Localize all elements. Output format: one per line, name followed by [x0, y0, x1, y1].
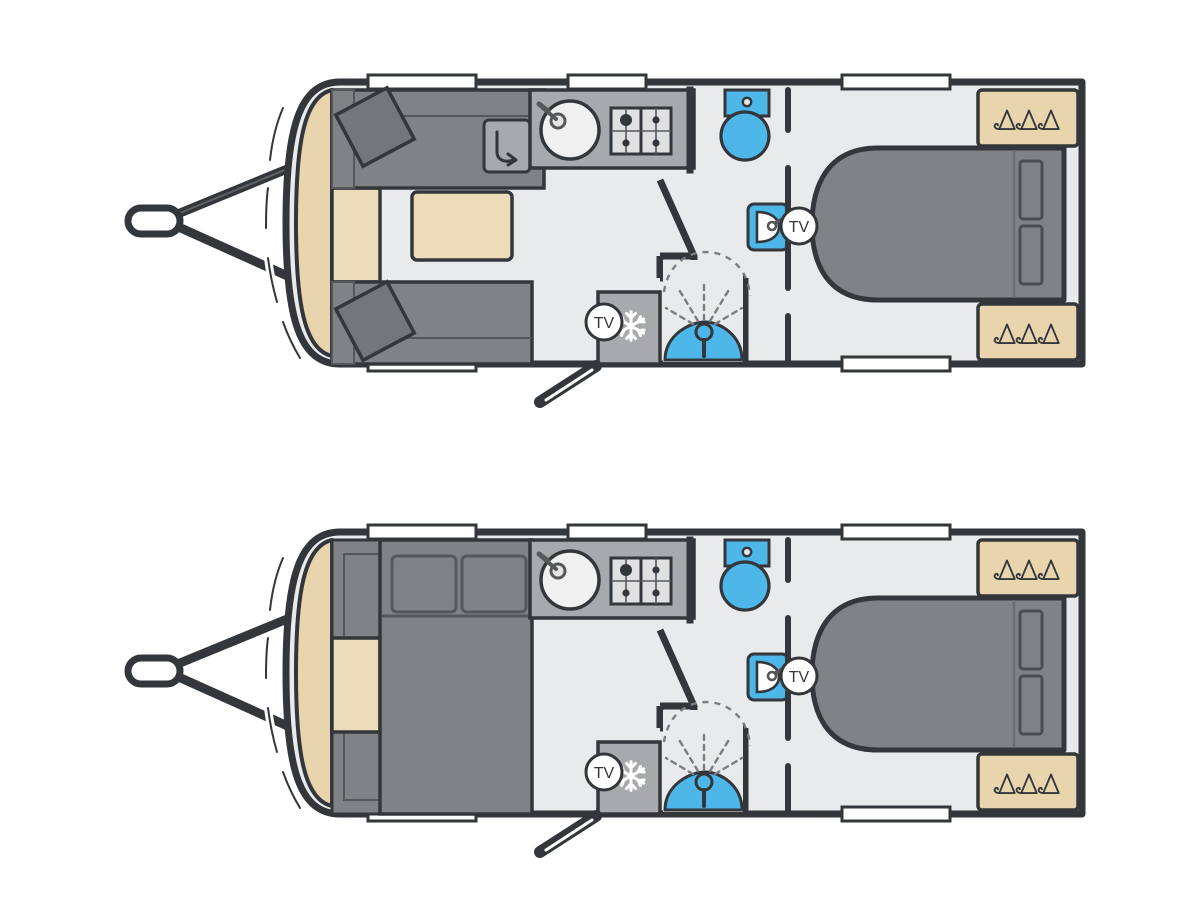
free-standing-table [410, 190, 514, 262]
front-wall-panel [294, 538, 334, 808]
front-side-handles [262, 554, 304, 812]
front-double-bed [378, 538, 534, 816]
island-bed [809, 145, 1067, 303]
floorplan-day-layout: TV TV [0, 20, 1200, 440]
pillow-left [390, 554, 458, 614]
floorplan-night-layout: TV TV [0, 470, 1200, 890]
windows [366, 523, 952, 823]
front-chest [330, 186, 382, 284]
hitch-coupling [124, 204, 184, 238]
wardrobe-offside [976, 88, 1080, 148]
front-side-handles [262, 104, 304, 362]
island-bed [809, 595, 1067, 753]
wardrobe-offside [976, 538, 1080, 598]
tv-marker-fridge: TV [584, 752, 624, 792]
tv-marker-label: TV [789, 669, 810, 686]
front-wall-panel [294, 88, 334, 358]
entrance-door [534, 360, 602, 408]
pillow-right [460, 554, 528, 614]
toilet [719, 88, 771, 162]
scatter-cushion [333, 279, 417, 363]
swivel-table [482, 118, 532, 174]
pillow [1018, 159, 1044, 221]
pillow [1018, 609, 1044, 671]
entrance-door [534, 810, 602, 858]
washbasin [746, 652, 790, 702]
shower [662, 250, 752, 362]
tv-marker-label: TV [594, 765, 615, 782]
scatter-cushion [333, 85, 417, 169]
gas-hob [609, 556, 673, 606]
wardrobe-nearside [976, 752, 1080, 812]
toilet [719, 538, 771, 612]
pillow [1018, 224, 1044, 286]
kitchen-sink [536, 99, 601, 161]
shower [662, 700, 752, 812]
hitch-coupling [124, 654, 184, 688]
tv-marker-fridge: TV [584, 302, 624, 342]
gas-hob [609, 106, 673, 156]
wardrobe-nearside [976, 302, 1080, 362]
kitchen-sink [536, 549, 601, 611]
tv-marker-label: TV [594, 315, 615, 332]
tv-marker-label: TV [789, 219, 810, 236]
front-base-units [330, 538, 382, 816]
pillow [1018, 674, 1044, 736]
tv-marker-bedroom: TV [779, 656, 819, 696]
front-chest [330, 636, 382, 734]
tv-marker-bedroom: TV [779, 206, 819, 246]
